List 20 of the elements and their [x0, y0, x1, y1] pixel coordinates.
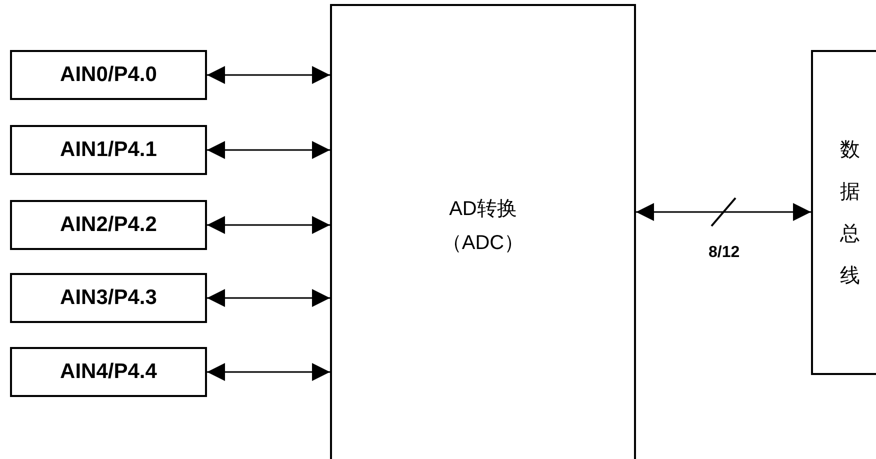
pin-box: [10, 200, 207, 250]
converter-box: [330, 4, 636, 459]
pin-box: [10, 125, 207, 175]
pin-box: [10, 50, 207, 100]
pin-label: AIN3/P4.3: [60, 286, 157, 310]
arrow: [207, 66, 330, 84]
pin-label: AIN0/P4.0: [60, 63, 157, 87]
arrow: [207, 289, 330, 307]
arrow: [207, 141, 330, 159]
pin-box: [10, 273, 207, 323]
arrow: [636, 203, 811, 221]
pin-box: [10, 347, 207, 397]
converter-label: AD转换（ADC）: [440, 197, 526, 256]
pin-label: AIN4/P4.4: [60, 360, 157, 384]
pin-label: AIN2/P4.2: [60, 213, 157, 237]
bus-label: 数据总线: [839, 138, 861, 288]
pin-label: AIN1/P4.1: [60, 138, 157, 162]
bus-box: [811, 50, 876, 375]
arrow: [207, 216, 330, 234]
arrow: [207, 363, 330, 381]
